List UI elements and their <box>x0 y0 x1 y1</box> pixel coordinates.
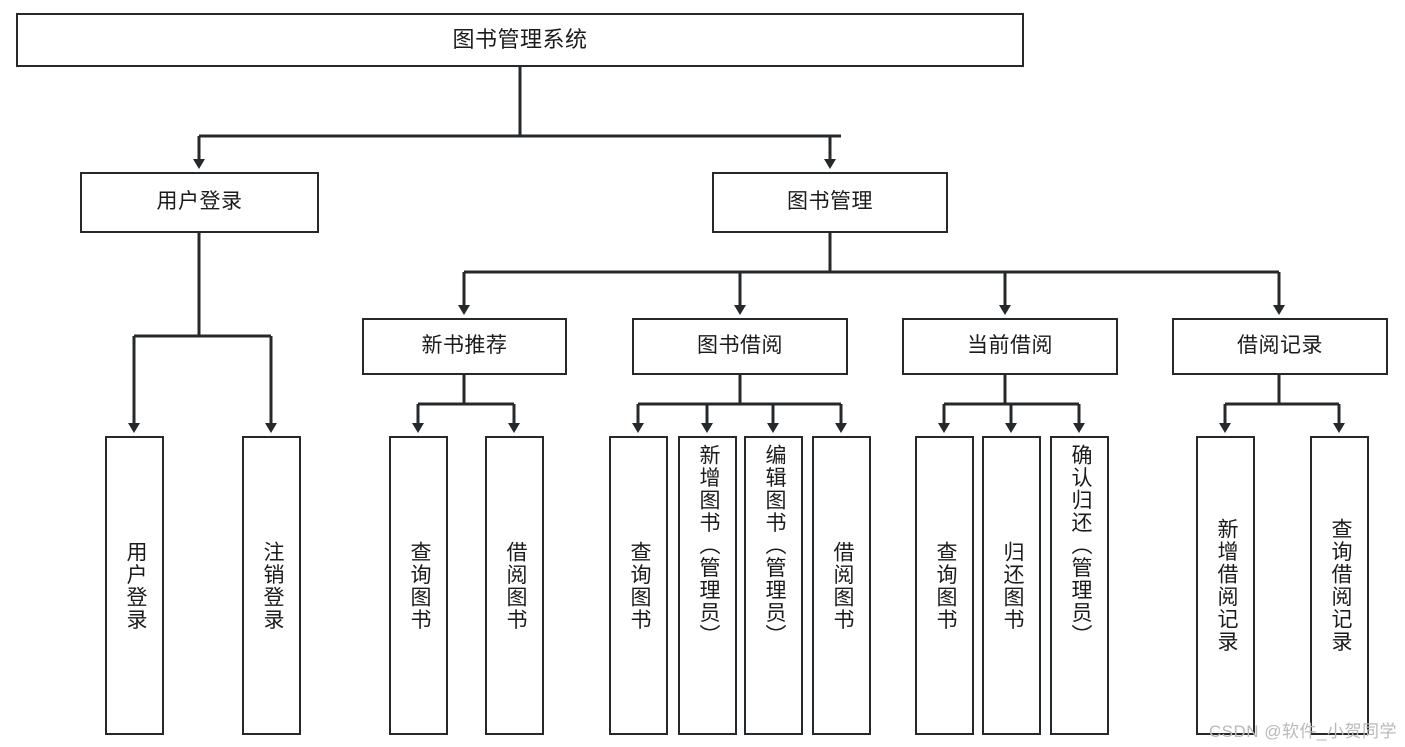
leaf-user-login-login[interactable]: 用户登录 <box>105 436 164 735</box>
node-label: 确认归还（管理员） <box>1068 444 1092 647</box>
node-label: 图书借阅 <box>697 334 783 358</box>
leaf-book-borrow-add[interactable]: 新增图书（管理员） <box>678 436 737 735</box>
node-label: 新书推荐 <box>421 334 508 358</box>
leaf-current-borrow-return[interactable]: 归还图书 <box>982 436 1041 735</box>
node-label: 借阅图书 <box>503 540 527 631</box>
leaf-new-book-borrow[interactable]: 借阅图书 <box>485 436 544 735</box>
node-label: 查询图书 <box>407 540 431 631</box>
leaf-book-borrow-borrow[interactable]: 借阅图书 <box>812 436 871 735</box>
node-label: 查询图书 <box>933 540 957 631</box>
node-book-management[interactable]: 图书管理 <box>712 172 948 233</box>
node-user-login[interactable]: 用户登录 <box>80 172 319 233</box>
node-label: 查询图书 <box>627 540 651 631</box>
node-label: 用户登录 <box>156 190 243 214</box>
node-label: 查询借阅记录 <box>1328 518 1352 653</box>
node-label: 新增借阅记录 <box>1214 518 1238 653</box>
node-current-borrow[interactable]: 当前借阅 <box>902 318 1118 375</box>
node-root-system[interactable]: 图书管理系统 <box>16 13 1024 67</box>
node-label: 编辑图书（管理员） <box>762 444 786 647</box>
leaf-current-borrow-query[interactable]: 查询图书 <box>915 436 974 735</box>
leaf-borrow-record-query[interactable]: 查询借阅记录 <box>1310 436 1369 735</box>
node-label: 借阅记录 <box>1237 334 1323 358</box>
node-label: 当前借阅 <box>967 334 1053 358</box>
node-borrow-record[interactable]: 借阅记录 <box>1172 318 1388 375</box>
node-book-borrow[interactable]: 图书借阅 <box>632 318 848 375</box>
node-label: 归还图书 <box>1000 540 1024 631</box>
watermark-text: CSDN @软件_小贺同学 <box>1208 722 1397 741</box>
node-label: 用户登录 <box>123 540 147 631</box>
leaf-user-login-logout[interactable]: 注销登录 <box>242 436 301 735</box>
leaf-new-book-query[interactable]: 查询图书 <box>389 436 448 735</box>
leaf-current-borrow-confirm[interactable]: 确认归还（管理员） <box>1050 436 1109 735</box>
node-label: 借阅图书 <box>830 540 854 631</box>
leaf-book-borrow-edit[interactable]: 编辑图书（管理员） <box>744 436 803 735</box>
leaf-borrow-record-add[interactable]: 新增借阅记录 <box>1196 436 1255 735</box>
node-label: 新增图书（管理员） <box>696 444 720 647</box>
node-label: 图书管理系统 <box>452 27 588 53</box>
leaf-book-borrow-query[interactable]: 查询图书 <box>609 436 668 735</box>
node-new-book-recommend[interactable]: 新书推荐 <box>362 318 567 375</box>
node-label: 图书管理 <box>787 190 873 214</box>
node-label: 注销登录 <box>260 540 284 631</box>
